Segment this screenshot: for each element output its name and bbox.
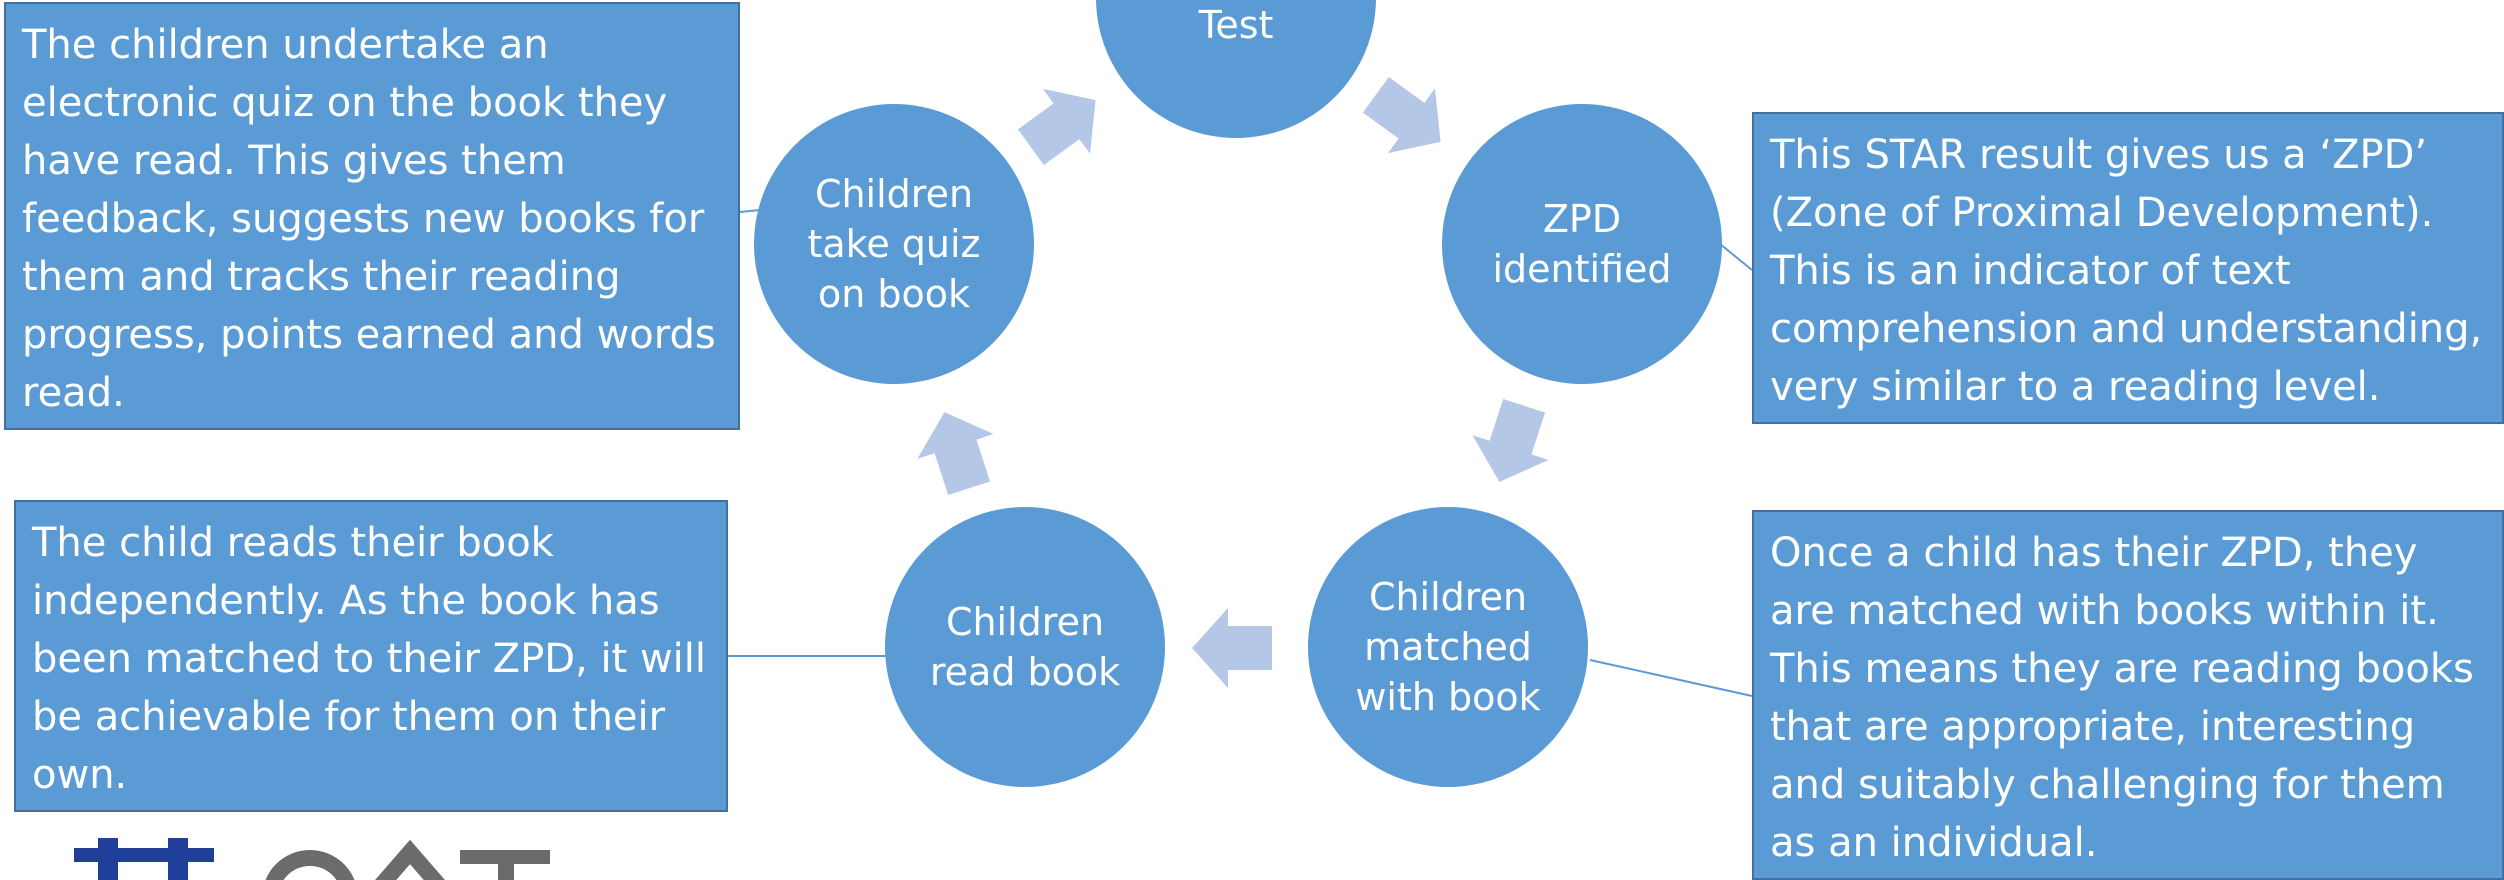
description-zpd: This STAR result gives us a ‘ZPD’ (Zone …: [1752, 112, 2504, 424]
description-read: The child reads their book independently…: [14, 500, 728, 812]
logo-graphic: [74, 838, 550, 880]
cycle-arrow-read-to-quiz: [917, 412, 994, 496]
description-read-text: The child reads their book independently…: [32, 520, 707, 798]
connector-zpd: [1719, 243, 1753, 271]
node-zpd-identified: ZPD identified: [1442, 104, 1722, 384]
node-children-quiz: Children take quiz on book: [754, 104, 1034, 384]
cycle-arrow-test-to-zpd: [1362, 77, 1441, 154]
cycle-arrow-quiz-to-test: [1017, 88, 1096, 165]
node-test-label: Test: [1198, 3, 1274, 47]
description-matched-text: Once a child has their ZPD, they are mat…: [1770, 530, 2474, 866]
description-matched: Once a child has their ZPD, they are mat…: [1752, 510, 2504, 880]
node-children-read: Children read book: [885, 507, 1165, 787]
cycle-arrow-matched-to-read: [1192, 608, 1272, 688]
node-children-matched: Children matched with book: [1308, 507, 1588, 787]
description-quiz-text: The children undertake an electronic qui…: [22, 22, 716, 416]
connector-quiz: [739, 209, 761, 213]
connector-matched: [1589, 659, 1753, 697]
school-crest-logo: [40, 838, 560, 880]
node-quiz-label: Children take quiz on book: [807, 172, 981, 316]
description-zpd-text: This STAR result gives us a ‘ZPD’ (Zone …: [1770, 132, 2483, 410]
node-zpd-label: ZPD identified: [1492, 197, 1672, 291]
description-quiz: The children undertake an electronic qui…: [4, 2, 740, 430]
cycle-arrow-zpd-to-matched: [1472, 398, 1549, 482]
node-matched-label: Children matched with book: [1355, 575, 1541, 719]
node-read-label: Children read book: [929, 600, 1121, 694]
